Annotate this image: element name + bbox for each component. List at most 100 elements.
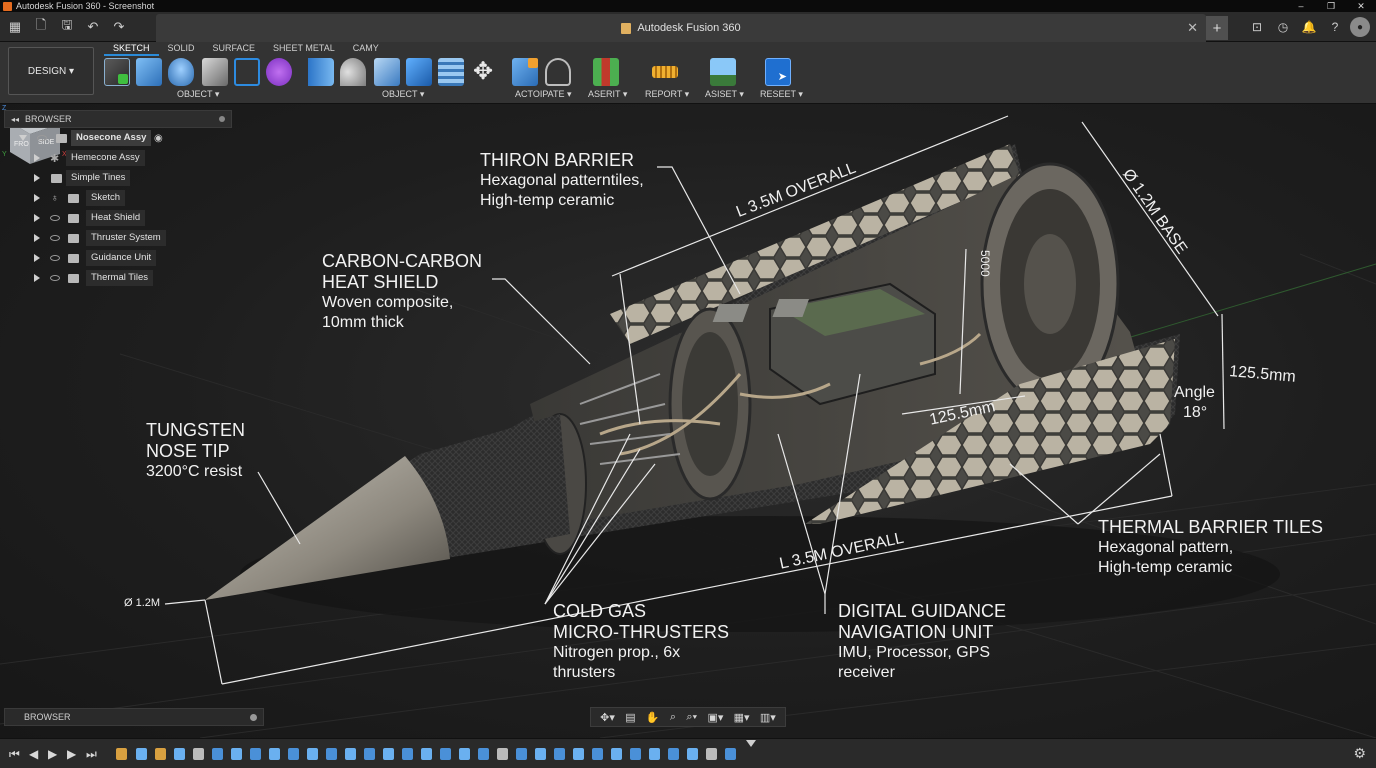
collapse-icon[interactable]: ◂◂ — [11, 114, 20, 124]
lightbulb-icon[interactable]: ♁ — [51, 192, 59, 204]
tree-item-guidance-unit[interactable]: Guidance Unit — [4, 248, 232, 268]
box-icon[interactable] — [136, 58, 162, 86]
activate-radio-icon[interactable]: ◉ — [154, 132, 163, 144]
timeline-feature-icon[interactable] — [402, 748, 413, 760]
expand-arrow-icon[interactable] — [34, 234, 40, 242]
expand-arrow-icon[interactable] — [34, 254, 40, 262]
expand-arrow-icon[interactable] — [34, 154, 40, 162]
orbit-icon[interactable]: ✥▾ — [600, 711, 615, 724]
viewports-icon[interactable]: ▥▾ — [759, 711, 776, 724]
timeline-track[interactable] — [112, 742, 752, 766]
timeline-feature-icon[interactable] — [326, 748, 337, 760]
shell-icon[interactable] — [374, 58, 400, 86]
visibility-eye-icon[interactable] — [50, 235, 60, 241]
collapse-arrow-icon[interactable] — [19, 135, 27, 141]
timeline-feature-icon[interactable] — [535, 748, 546, 760]
grid-settings-icon[interactable]: ▦▾ — [733, 711, 750, 724]
timeline-feature-icon[interactable] — [611, 748, 622, 760]
timeline-feature-icon[interactable] — [478, 748, 489, 760]
timeline-feature-icon[interactable] — [421, 748, 432, 760]
pan-hand-icon[interactable]: ✋ — [645, 711, 660, 724]
create-sketch-icon[interactable] — [104, 58, 130, 86]
joint-icon[interactable] — [545, 58, 571, 86]
group-label-report[interactable]: REPORT ▾ — [645, 89, 690, 99]
extensions-icon[interactable]: ⊡ — [1251, 20, 1263, 34]
extrude-icon[interactable] — [308, 58, 334, 86]
save-icon[interactable]: 🖫 — [61, 17, 73, 32]
torus-icon[interactable] — [168, 58, 194, 86]
timeline-feature-icon[interactable] — [649, 748, 660, 760]
timeline-feature-icon[interactable] — [668, 748, 679, 760]
timeline-feature-icon[interactable] — [725, 748, 736, 760]
timeline-feature-icon[interactable] — [307, 748, 318, 760]
look-at-icon[interactable]: ▤ — [625, 711, 636, 724]
fit-zoom-icon[interactable]: ⌕▾ — [686, 710, 698, 723]
timeline-feature-icon[interactable] — [155, 748, 166, 760]
group-label-aserit[interactable]: ASERIT ▾ — [588, 89, 628, 99]
go-to-end-icon[interactable]: ⏭ — [86, 747, 97, 761]
timeline-feature-icon[interactable] — [516, 748, 527, 760]
canvas-viewport[interactable]: FRO SIDE Z X Y — [0, 104, 1376, 738]
select-icon[interactable]: ➤ — [765, 58, 791, 86]
timeline-feature-icon[interactable] — [497, 748, 508, 760]
file-menu-icon[interactable]: 🗋 — [35, 17, 47, 32]
tab-solid[interactable]: SOLID — [167, 43, 195, 53]
data-panel-grid-icon[interactable]: ▦ — [8, 19, 22, 34]
group-label-object-1[interactable]: OBJECT ▾ — [177, 89, 220, 99]
timeline-feature-icon[interactable] — [573, 748, 584, 760]
close-button[interactable]: ✕ — [1357, 0, 1365, 11]
help-icon[interactable]: ? — [1331, 20, 1339, 34]
undo-icon[interactable]: ↶ — [87, 19, 99, 34]
timeline-feature-icon[interactable] — [212, 748, 223, 760]
timeline-marker[interactable] — [746, 740, 756, 747]
tab-sketch[interactable]: SKETCH — [104, 42, 159, 56]
tree-item-sketch[interactable]: ♁ Sketch — [4, 188, 232, 208]
measure-icon[interactable] — [652, 66, 678, 78]
new-component-icon[interactable] — [512, 58, 538, 86]
group-label-asiset[interactable]: ASISET ▾ — [705, 89, 744, 99]
timeline-feature-icon[interactable] — [459, 748, 470, 760]
timeline-feature-icon[interactable] — [554, 748, 565, 760]
browser-header[interactable]: ◂◂ BROWSER — [4, 110, 232, 128]
close-tab-icon[interactable]: ✕ — [1187, 20, 1198, 35]
expand-arrow-icon[interactable] — [34, 174, 40, 182]
tree-item-nosecone-assy[interactable]: Nosecone Assy ◉ — [4, 128, 232, 148]
timeline-feature-icon[interactable] — [174, 748, 185, 760]
timeline-feature-icon[interactable] — [231, 748, 242, 760]
tab-surface[interactable]: SURFACE — [212, 43, 256, 53]
expand-arrow-icon[interactable] — [34, 194, 40, 202]
display-settings-icon[interactable]: ▣▾ — [707, 711, 724, 724]
combine-icon[interactable] — [406, 58, 432, 86]
group-label-object-2[interactable]: OBJECT ▾ — [382, 89, 425, 99]
timeline-feature-icon[interactable] — [706, 748, 717, 760]
document-tab[interactable]: Autodesk Fusion 360 ✕ — [156, 14, 1206, 42]
avatar[interactable]: ● — [1350, 17, 1370, 37]
timeline-feature-icon[interactable] — [345, 748, 356, 760]
tree-item-thruster-system[interactable]: Thruster System — [4, 228, 232, 248]
timeline-feature-icon[interactable] — [250, 748, 261, 760]
timeline-feature-icon[interactable] — [269, 748, 280, 760]
tree-item-thermal-tiles[interactable]: Thermal Tiles — [4, 268, 232, 288]
maximize-button[interactable]: ❐ — [1326, 0, 1336, 11]
timeline-feature-icon[interactable] — [630, 748, 641, 760]
timeline-feature-icon[interactable] — [136, 748, 147, 760]
bottom-browser-bar[interactable]: BROWSER — [4, 708, 264, 726]
group-label-actoipate[interactable]: ACTOIPATE ▾ — [515, 89, 572, 99]
go-to-start-icon[interactable]: ⏮ — [9, 747, 20, 761]
timeline-feature-icon[interactable] — [687, 748, 698, 760]
visibility-eye-icon[interactable] — [50, 215, 60, 221]
split-body-icon[interactable] — [438, 58, 464, 86]
timeline-feature-icon[interactable] — [364, 748, 375, 760]
zoom-icon[interactable]: ⌕ — [669, 710, 677, 723]
group-label-reseet[interactable]: RESEET ▾ — [760, 89, 803, 99]
move-icon[interactable]: ✥ — [472, 58, 494, 85]
visibility-eye-icon[interactable] — [37, 135, 47, 141]
tab-sheet-metal[interactable]: SHEET METAL — [273, 43, 335, 53]
play-icon[interactable]: ▶ — [48, 747, 58, 761]
workspace-switcher[interactable]: DESIGN ▾ — [8, 47, 94, 95]
notifications-icon[interactable]: 🔔 — [1301, 20, 1317, 34]
redo-icon[interactable]: ↷ — [113, 19, 125, 34]
timeline-feature-icon[interactable] — [440, 748, 451, 760]
timeline-feature-icon[interactable] — [383, 748, 394, 760]
step-back-icon[interactable]: ◀ — [29, 747, 39, 761]
